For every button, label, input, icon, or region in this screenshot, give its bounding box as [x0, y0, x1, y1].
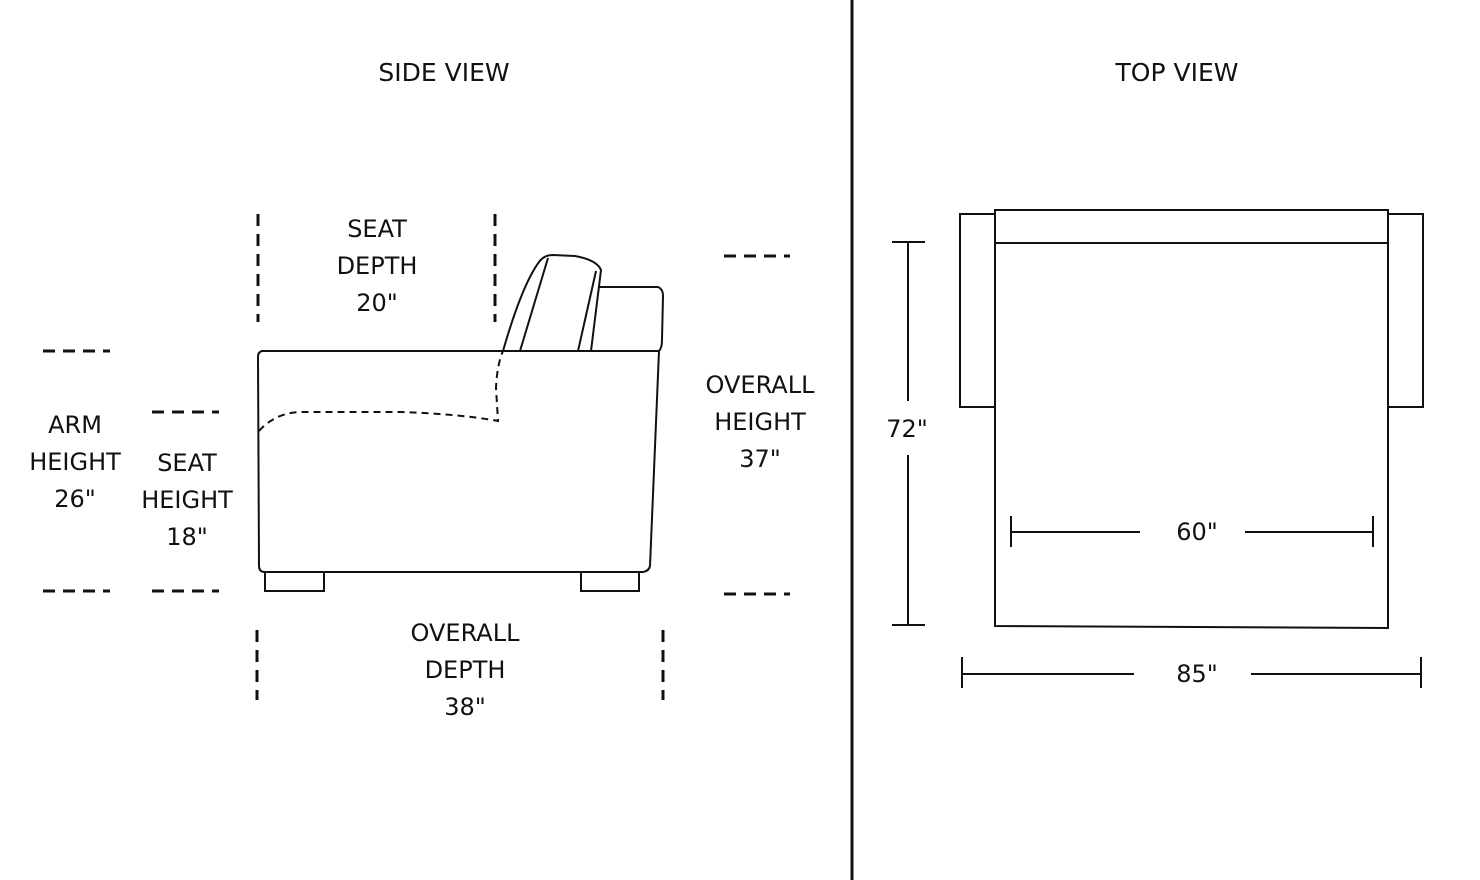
seat-width-value: 60" — [1176, 518, 1218, 546]
seat-depth-value: 20" — [356, 289, 398, 317]
top-depth-dimension: 72" — [886, 241, 928, 626]
seat-width-dimension: 60" — [1010, 516, 1374, 547]
seat-height-value: 18" — [166, 523, 208, 551]
arm-height-dimension: ARM HEIGHT 26" — [29, 349, 121, 593]
overall-height-label-line1: OVERALL — [706, 371, 816, 399]
overall-depth-label-line2: DEPTH — [425, 656, 506, 684]
seat-depth-label-line1: SEAT — [347, 215, 407, 243]
sofa-side-profile — [256, 253, 665, 592]
overall-height-dimension: OVERALL HEIGHT 37" — [706, 254, 816, 596]
overall-width-dimension: 85" — [961, 657, 1422, 688]
overall-depth-value: 38" — [444, 693, 486, 721]
seat-depth-label-line2: DEPTH — [337, 252, 418, 280]
overall-depth-dimension: OVERALL DEPTH 38" — [255, 619, 665, 721]
seat-depth-dimension: SEAT DEPTH 20" — [256, 214, 497, 322]
sofa-top-outline — [959, 209, 1424, 630]
top-view-title: TOP VIEW — [1115, 58, 1239, 87]
top-view: TOP VIEW 72" 60" — [886, 58, 1424, 688]
overall-width-value: 85" — [1176, 660, 1218, 688]
overall-height-value: 37" — [739, 445, 781, 473]
top-depth-value: 72" — [886, 415, 928, 443]
seat-height-label-line1: SEAT — [157, 449, 217, 477]
arm-height-value: 26" — [54, 485, 96, 513]
side-view: SIDE VIEW SEAT DEPTH 20" — [29, 58, 815, 721]
overall-depth-label-line1: OVERALL — [411, 619, 521, 647]
side-view-title: SIDE VIEW — [378, 58, 509, 87]
overall-height-label-line2: HEIGHT — [714, 408, 806, 436]
seat-height-dimension: SEAT HEIGHT 18" — [141, 410, 233, 593]
arm-height-label-line1: ARM — [48, 411, 102, 439]
arm-height-label-line2: HEIGHT — [29, 448, 121, 476]
seat-height-label-line2: HEIGHT — [141, 486, 233, 514]
